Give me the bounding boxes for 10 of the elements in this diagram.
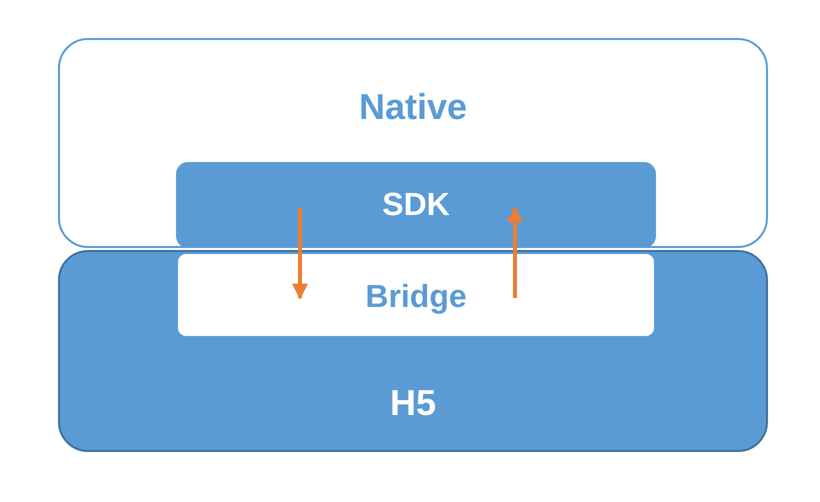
layer-label: Bridge (364, 278, 468, 315)
layer-box (58, 250, 768, 452)
module-box (176, 162, 656, 248)
layer-box (58, 38, 768, 248)
layer-label: Native (358, 86, 468, 128)
module-box (178, 254, 654, 336)
arrow (292, 208, 308, 300)
layer-label: SDK (381, 186, 451, 223)
arrow (507, 206, 523, 298)
layer-label: H5 (388, 382, 438, 424)
